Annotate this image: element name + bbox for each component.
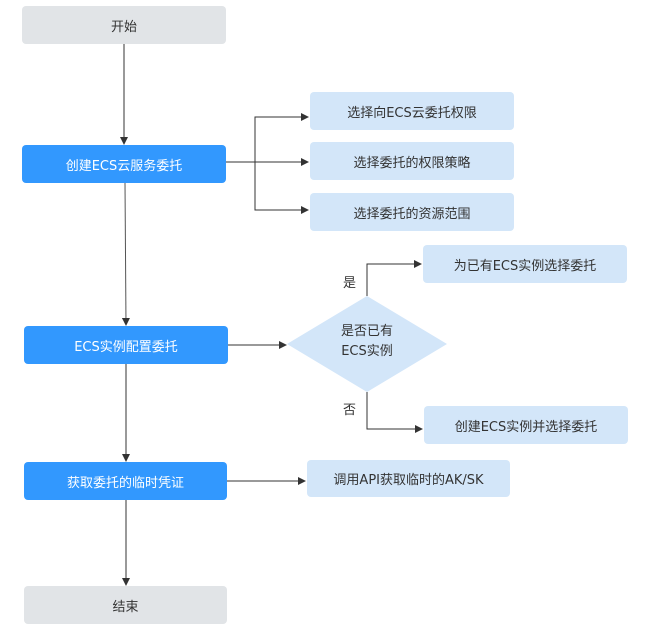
decision-label: 是否已有 ECS实例 [297,322,437,362]
sub-step-3-label: 选择委托的资源范围 [353,206,471,222]
edge-decision-no [366,392,423,433]
edge-branch-to-sub1 [254,113,309,162]
decision-line-1: 是否已有 [340,324,393,339]
edge-create-to-configure [121,182,130,326]
configure-agency-node: ECS实例配置委托 [24,326,228,364]
no-target-node: 创建ECS实例并选择委托 [424,406,628,444]
configure-agency-label: ECS实例配置委托 [74,339,178,355]
api-call-node: 调用API获取临时的AK/SK [307,460,510,497]
api-call-label: 调用API获取临时的AK/SK [333,473,484,488]
create-agency-node: 创建ECS云服务委托 [22,145,226,183]
start-label: 开始 [110,19,137,35]
create-agency-label: 创建ECS云服务委托 [65,158,183,174]
end-label: 结束 [112,599,139,615]
sub-step-select-scope: 选择委托的资源范围 [310,193,514,231]
yes-label: 是 [343,276,357,291]
end-node: 结束 [24,586,227,624]
sub-step-2-label: 选择委托的权限策略 [353,155,471,171]
no-target-label: 创建ECS实例并选择委托 [454,419,598,435]
sub-step-grant-permission: 选择向ECS云委托权限 [310,92,514,130]
no-label: 否 [343,403,357,418]
decision-line-2: ECS实例 [341,344,393,359]
sub-step-select-policy: 选择委托的权限策略 [310,142,514,180]
sub-step-1-label: 选择向ECS云委托权限 [347,105,477,121]
get-credential-node: 获取委托的临时凭证 [24,462,227,500]
decision-diamond [287,296,447,392]
yes-target-node: 为已有ECS实例选择委托 [423,245,627,283]
edge-decision-yes [366,260,422,296]
start-node: 开始 [22,6,226,44]
get-credential-label: 获取委托的临时凭证 [66,475,184,491]
edge-branch-to-sub3 [254,162,309,214]
yes-target-label: 为已有ECS实例选择委托 [453,258,597,274]
